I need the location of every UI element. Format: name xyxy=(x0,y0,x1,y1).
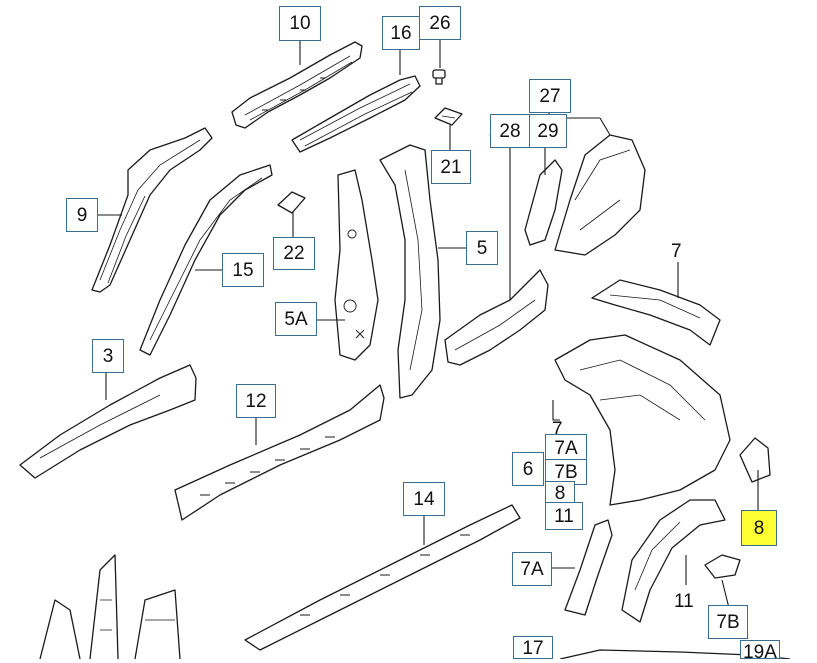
callout-7-top[interactable]: 7 xyxy=(671,241,682,262)
callout-7a[interactable]: 7A xyxy=(512,552,552,586)
callout-22[interactable]: 22 xyxy=(273,237,315,270)
callout-29[interactable]: 29 xyxy=(529,114,567,148)
part-21-bracket[interactable] xyxy=(434,107,463,126)
callout-19a[interactable]: 19A xyxy=(740,640,780,662)
callout-14[interactable]: 14 xyxy=(403,482,445,516)
part-8-bracket[interactable] xyxy=(739,437,771,483)
callout-7b[interactable]: 7B xyxy=(708,605,748,639)
callout-21[interactable]: 21 xyxy=(431,150,471,184)
part-16-inner-rail[interactable] xyxy=(291,75,421,153)
part-5-b-pillar[interactable] xyxy=(379,144,441,399)
callout-7-group[interactable]: 7 xyxy=(552,419,563,440)
callout-27[interactable]: 27 xyxy=(529,79,571,113)
part-29-pillar-section[interactable] xyxy=(524,159,563,246)
callout-15[interactable]: 15 xyxy=(222,253,264,287)
part-6-rear-quarter-panel[interactable] xyxy=(554,334,731,506)
part-26-clip[interactable] xyxy=(432,69,446,85)
part-7b-gusset[interactable] xyxy=(704,554,741,579)
part-3-front-panel[interactable] xyxy=(19,364,197,479)
part-10-roof-rail[interactable] xyxy=(231,41,363,129)
part-14-rocker-panel[interactable] xyxy=(244,504,521,651)
part-12-inner-sill[interactable] xyxy=(174,384,385,521)
callout-17[interactable]: 17 xyxy=(513,636,553,659)
callout-28[interactable]: 28 xyxy=(490,114,530,148)
part-5a-b-pillar-inner[interactable] xyxy=(334,169,379,361)
part-7a-strip[interactable] xyxy=(564,519,613,616)
callout-9[interactable]: 9 xyxy=(66,198,98,232)
part-28-c-pillar-inner[interactable] xyxy=(444,269,549,366)
callout-7b-group[interactable]: 7B xyxy=(545,459,587,485)
leader-lines xyxy=(98,40,759,609)
part-11-wheelhouse[interactable] xyxy=(621,499,726,623)
callout-8-highlighted[interactable]: 8 xyxy=(741,510,777,546)
part-22-bracket[interactable] xyxy=(277,191,306,214)
callout-6[interactable]: 6 xyxy=(512,452,544,486)
part-15-a-pillar-inner[interactable] xyxy=(139,164,273,356)
callout-11[interactable]: 11 xyxy=(674,591,694,612)
callout-10[interactable]: 10 xyxy=(279,6,321,41)
part-9-a-pillar-upper[interactable] xyxy=(91,127,213,293)
part-7-upper-rail[interactable] xyxy=(591,279,721,346)
part-lower-left-assembly[interactable] xyxy=(39,554,181,659)
callout-3[interactable]: 3 xyxy=(92,339,124,373)
callout-12[interactable]: 12 xyxy=(236,384,276,418)
callout-5[interactable]: 5 xyxy=(466,231,498,265)
callout-16[interactable]: 16 xyxy=(382,16,420,50)
part-27-rear-quarter-upper[interactable] xyxy=(554,134,646,256)
callout-5a[interactable]: 5A xyxy=(275,302,317,336)
callout-11-group[interactable]: 11 xyxy=(545,502,583,530)
callout-7a-group[interactable]: 7A xyxy=(545,434,587,462)
callout-26[interactable]: 26 xyxy=(419,6,461,40)
